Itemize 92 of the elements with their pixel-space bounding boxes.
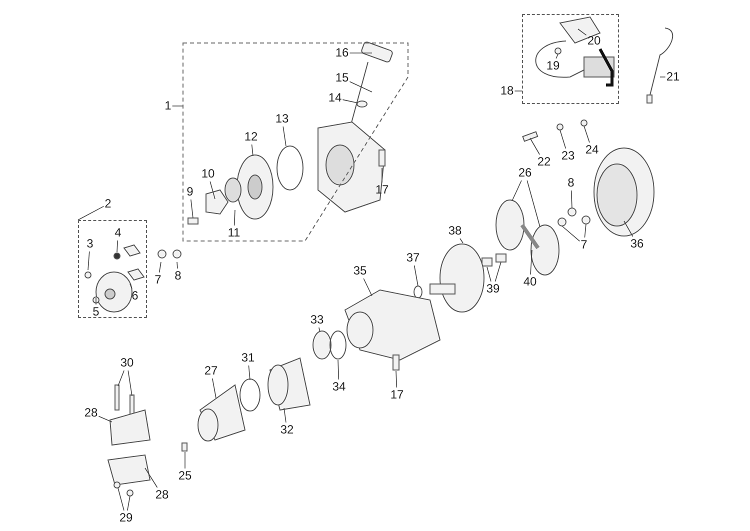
callout-number: 2 [104, 198, 112, 210]
callout-number: 34 [332, 380, 346, 394]
callout-number: 24 [585, 144, 599, 156]
callout-number: 18 [500, 84, 514, 98]
leader-line [158, 262, 162, 273]
callout-number: 8 [174, 270, 182, 282]
callout-number: 15 [335, 72, 349, 84]
callout-number: 23 [561, 150, 575, 162]
callout-number: 28 [84, 406, 98, 420]
callout-number: 13 [275, 112, 289, 126]
leader-line [212, 378, 216, 398]
leader-line [234, 210, 236, 226]
callout-number: 19 [546, 60, 560, 72]
callout-number: 31 [241, 352, 255, 364]
leader-line [176, 262, 178, 269]
callout-number: 1 [164, 100, 172, 112]
leader-line [414, 265, 418, 286]
leader-line [349, 52, 372, 54]
callout-number: 7 [154, 274, 162, 286]
dashed-group-outline [183, 43, 408, 241]
leader-line [130, 284, 132, 289]
leader-line [284, 408, 286, 423]
dashed-group-outline [78, 220, 147, 318]
leader-line [584, 126, 590, 143]
leader-line [248, 365, 250, 380]
callout-number: 20 [587, 34, 601, 48]
leader-line [660, 76, 666, 78]
callout-number: 12 [244, 130, 258, 144]
callout-number: 29 [119, 512, 133, 524]
callout-number: 6 [132, 290, 138, 302]
callout-number: 30 [120, 356, 134, 370]
leader-line [556, 54, 558, 59]
callout-number: 11 [228, 226, 240, 240]
leader-line [560, 130, 566, 149]
callout-number: 3 [86, 238, 94, 250]
callout-number: 7 [580, 238, 588, 252]
leader-line [342, 99, 358, 104]
callout-number: 22 [537, 156, 551, 168]
callout-number: 17 [390, 388, 404, 402]
callout-number: 5 [92, 306, 100, 318]
leader-line [624, 220, 634, 237]
callout-number: 36 [630, 238, 644, 250]
leader-line [251, 144, 254, 156]
callout-number: 32 [280, 424, 294, 436]
callout-number: 16 [335, 46, 349, 60]
leader-line [530, 138, 540, 155]
leader-line [562, 226, 580, 242]
leader-line [526, 180, 540, 228]
leader-line [88, 251, 90, 270]
leader-line [460, 238, 464, 244]
leader-line [210, 181, 216, 200]
callout-number: 38 [448, 224, 462, 238]
callout-number: 25 [178, 470, 192, 482]
callout-number: 8 [568, 176, 574, 190]
leader-line [584, 224, 586, 238]
leader-line [349, 81, 372, 92]
dashed-group-outline [522, 14, 619, 104]
callout-number: 10 [201, 168, 215, 180]
callout-number: 9 [186, 186, 194, 198]
leader-line [184, 452, 186, 469]
callout-number: 21 [666, 70, 680, 84]
leader-line [282, 126, 286, 146]
callout-number: 40 [523, 276, 537, 288]
leader-line [118, 488, 124, 511]
leader-line [318, 327, 320, 332]
leader-line [512, 180, 522, 202]
callout-number: 26 [518, 166, 532, 180]
leader-line [578, 28, 587, 36]
leader-line [98, 416, 112, 422]
leader-line [338, 360, 340, 380]
leader-line [78, 206, 104, 220]
callout-number: 4 [114, 226, 122, 240]
leader-line [127, 496, 130, 511]
callout-number: 35 [353, 264, 367, 278]
leader-line [396, 370, 398, 388]
leader-line [494, 262, 502, 282]
leader-line [128, 370, 132, 396]
callout-number: 33 [310, 314, 324, 326]
leader-line [144, 468, 158, 488]
callout-number: 37 [406, 252, 420, 264]
leader-line [363, 278, 372, 296]
callout-number: 14 [328, 92, 342, 104]
leader-line [486, 266, 492, 282]
leader-line [530, 250, 532, 275]
callout-number: 27 [204, 364, 218, 378]
callout-number: 39 [486, 282, 500, 296]
leader-line [570, 190, 572, 208]
leader-line [514, 90, 522, 92]
leader-line [118, 370, 124, 386]
leader-line [116, 240, 118, 252]
leader-line [190, 199, 194, 218]
callout-number: 28 [155, 488, 169, 502]
